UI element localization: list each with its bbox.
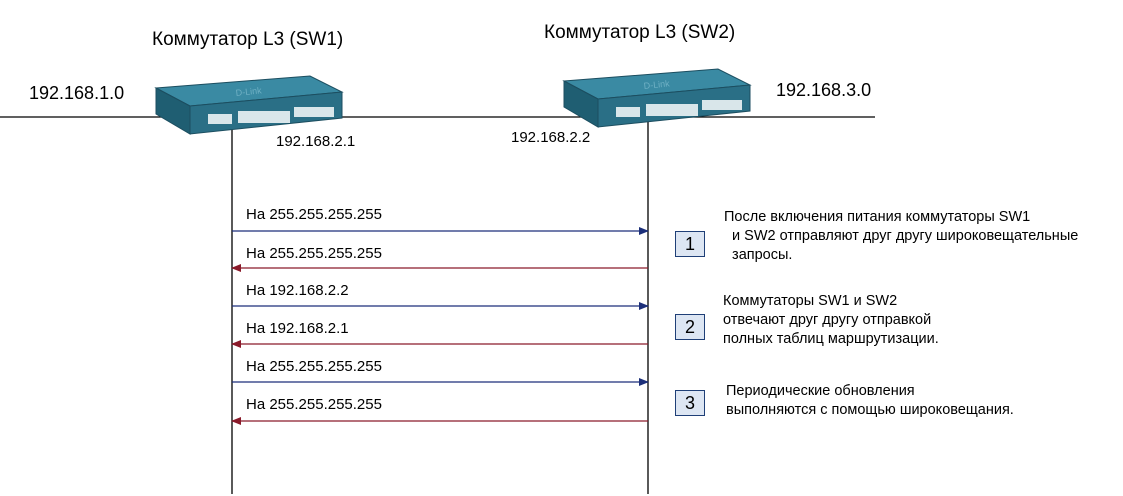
sw2-title: Коммутатор L3 (SW2) bbox=[544, 22, 736, 43]
step-note-1: После включения питания коммутаторы SW1 … bbox=[724, 209, 1079, 263]
message-label: На 255.255.255.255 bbox=[246, 245, 382, 262]
sw1-title: Коммутатор L3 (SW1) bbox=[152, 29, 344, 50]
message-label: На 192.168.2.2 bbox=[246, 282, 349, 299]
sw2-switch-icon: D-Link bbox=[562, 68, 752, 128]
right-network-label: 192.168.3.0 bbox=[776, 80, 872, 100]
step-note-2: Коммутаторы SW1 и SW2 отвечают друг друг… bbox=[723, 293, 939, 347]
step-badge-2: 2 bbox=[675, 314, 705, 340]
sw2-ip-label: 192.168.2.2 bbox=[511, 129, 591, 146]
sw1-ip-label: 192.168.2.1 bbox=[276, 133, 356, 150]
message-label: На 255.255.255.255 bbox=[246, 358, 382, 375]
svg-text:D-Link: D-Link bbox=[643, 78, 670, 91]
left-network-label: 192.168.1.0 bbox=[29, 83, 125, 103]
message-label: На 192.168.2.1 bbox=[246, 320, 349, 337]
message-label: На 255.255.255.255 bbox=[246, 206, 382, 223]
svg-text:D-Link: D-Link bbox=[235, 85, 262, 98]
sw1-switch-icon: D-Link bbox=[154, 75, 344, 135]
step-note-3: Периодические обновления выполняются с п… bbox=[726, 383, 1014, 418]
step-badge-1: 1 bbox=[675, 231, 705, 257]
step-badge-3: 3 bbox=[675, 390, 705, 416]
message-label: На 255.255.255.255 bbox=[246, 396, 382, 413]
